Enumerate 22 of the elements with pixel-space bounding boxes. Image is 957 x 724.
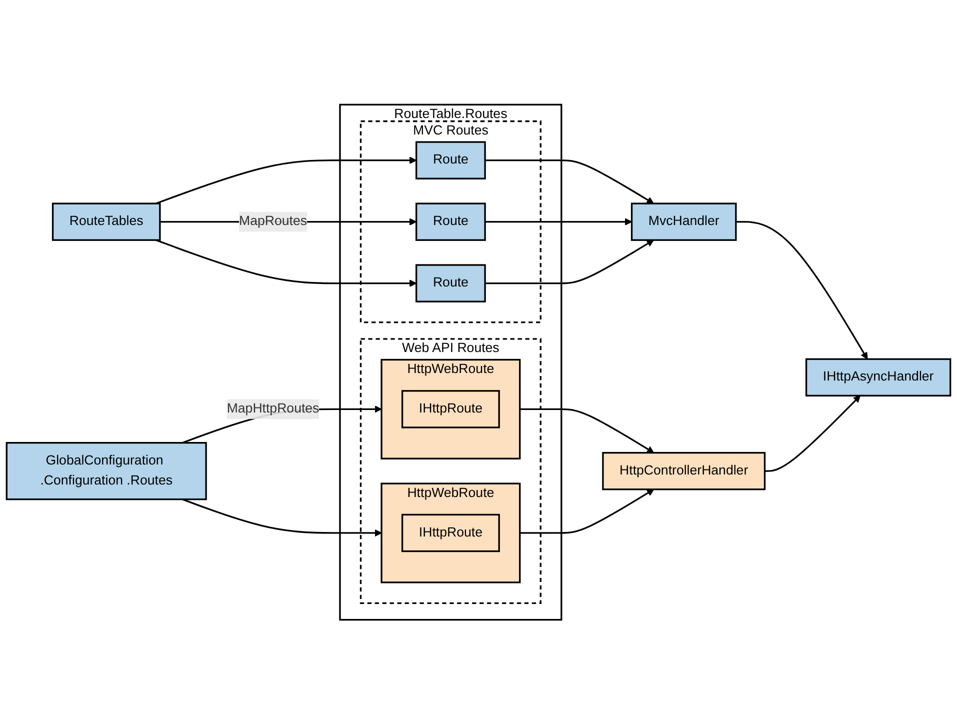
node-box: MvcHandler <box>630 202 737 241</box>
arrow <box>736 220 868 360</box>
arrow <box>764 395 861 472</box>
node-box: GlobalConfiguration .Configuration .Routes <box>6 442 207 500</box>
node-box: IHttpRoute <box>401 514 500 552</box>
arrow <box>485 240 654 284</box>
arrow <box>485 218 632 226</box>
arrow <box>520 408 654 453</box>
arrow <box>156 156 417 204</box>
node-box: Route <box>416 140 486 180</box>
node-box: Route <box>416 202 486 241</box>
node-box: RouteTables <box>52 202 161 241</box>
arrow <box>485 159 654 204</box>
node-box: HttpControllerHandler <box>602 452 766 490</box>
arrow <box>520 488 654 534</box>
node-box: Route <box>416 264 486 302</box>
arrow <box>182 498 382 536</box>
node-box: IHttpRoute <box>401 390 500 428</box>
arrow <box>156 239 417 287</box>
edge-label: MapHttpRoutes <box>226 401 320 416</box>
edge-label: MapRoutes <box>239 214 308 228</box>
node-box: IHttpAsyncHandler <box>805 358 952 396</box>
